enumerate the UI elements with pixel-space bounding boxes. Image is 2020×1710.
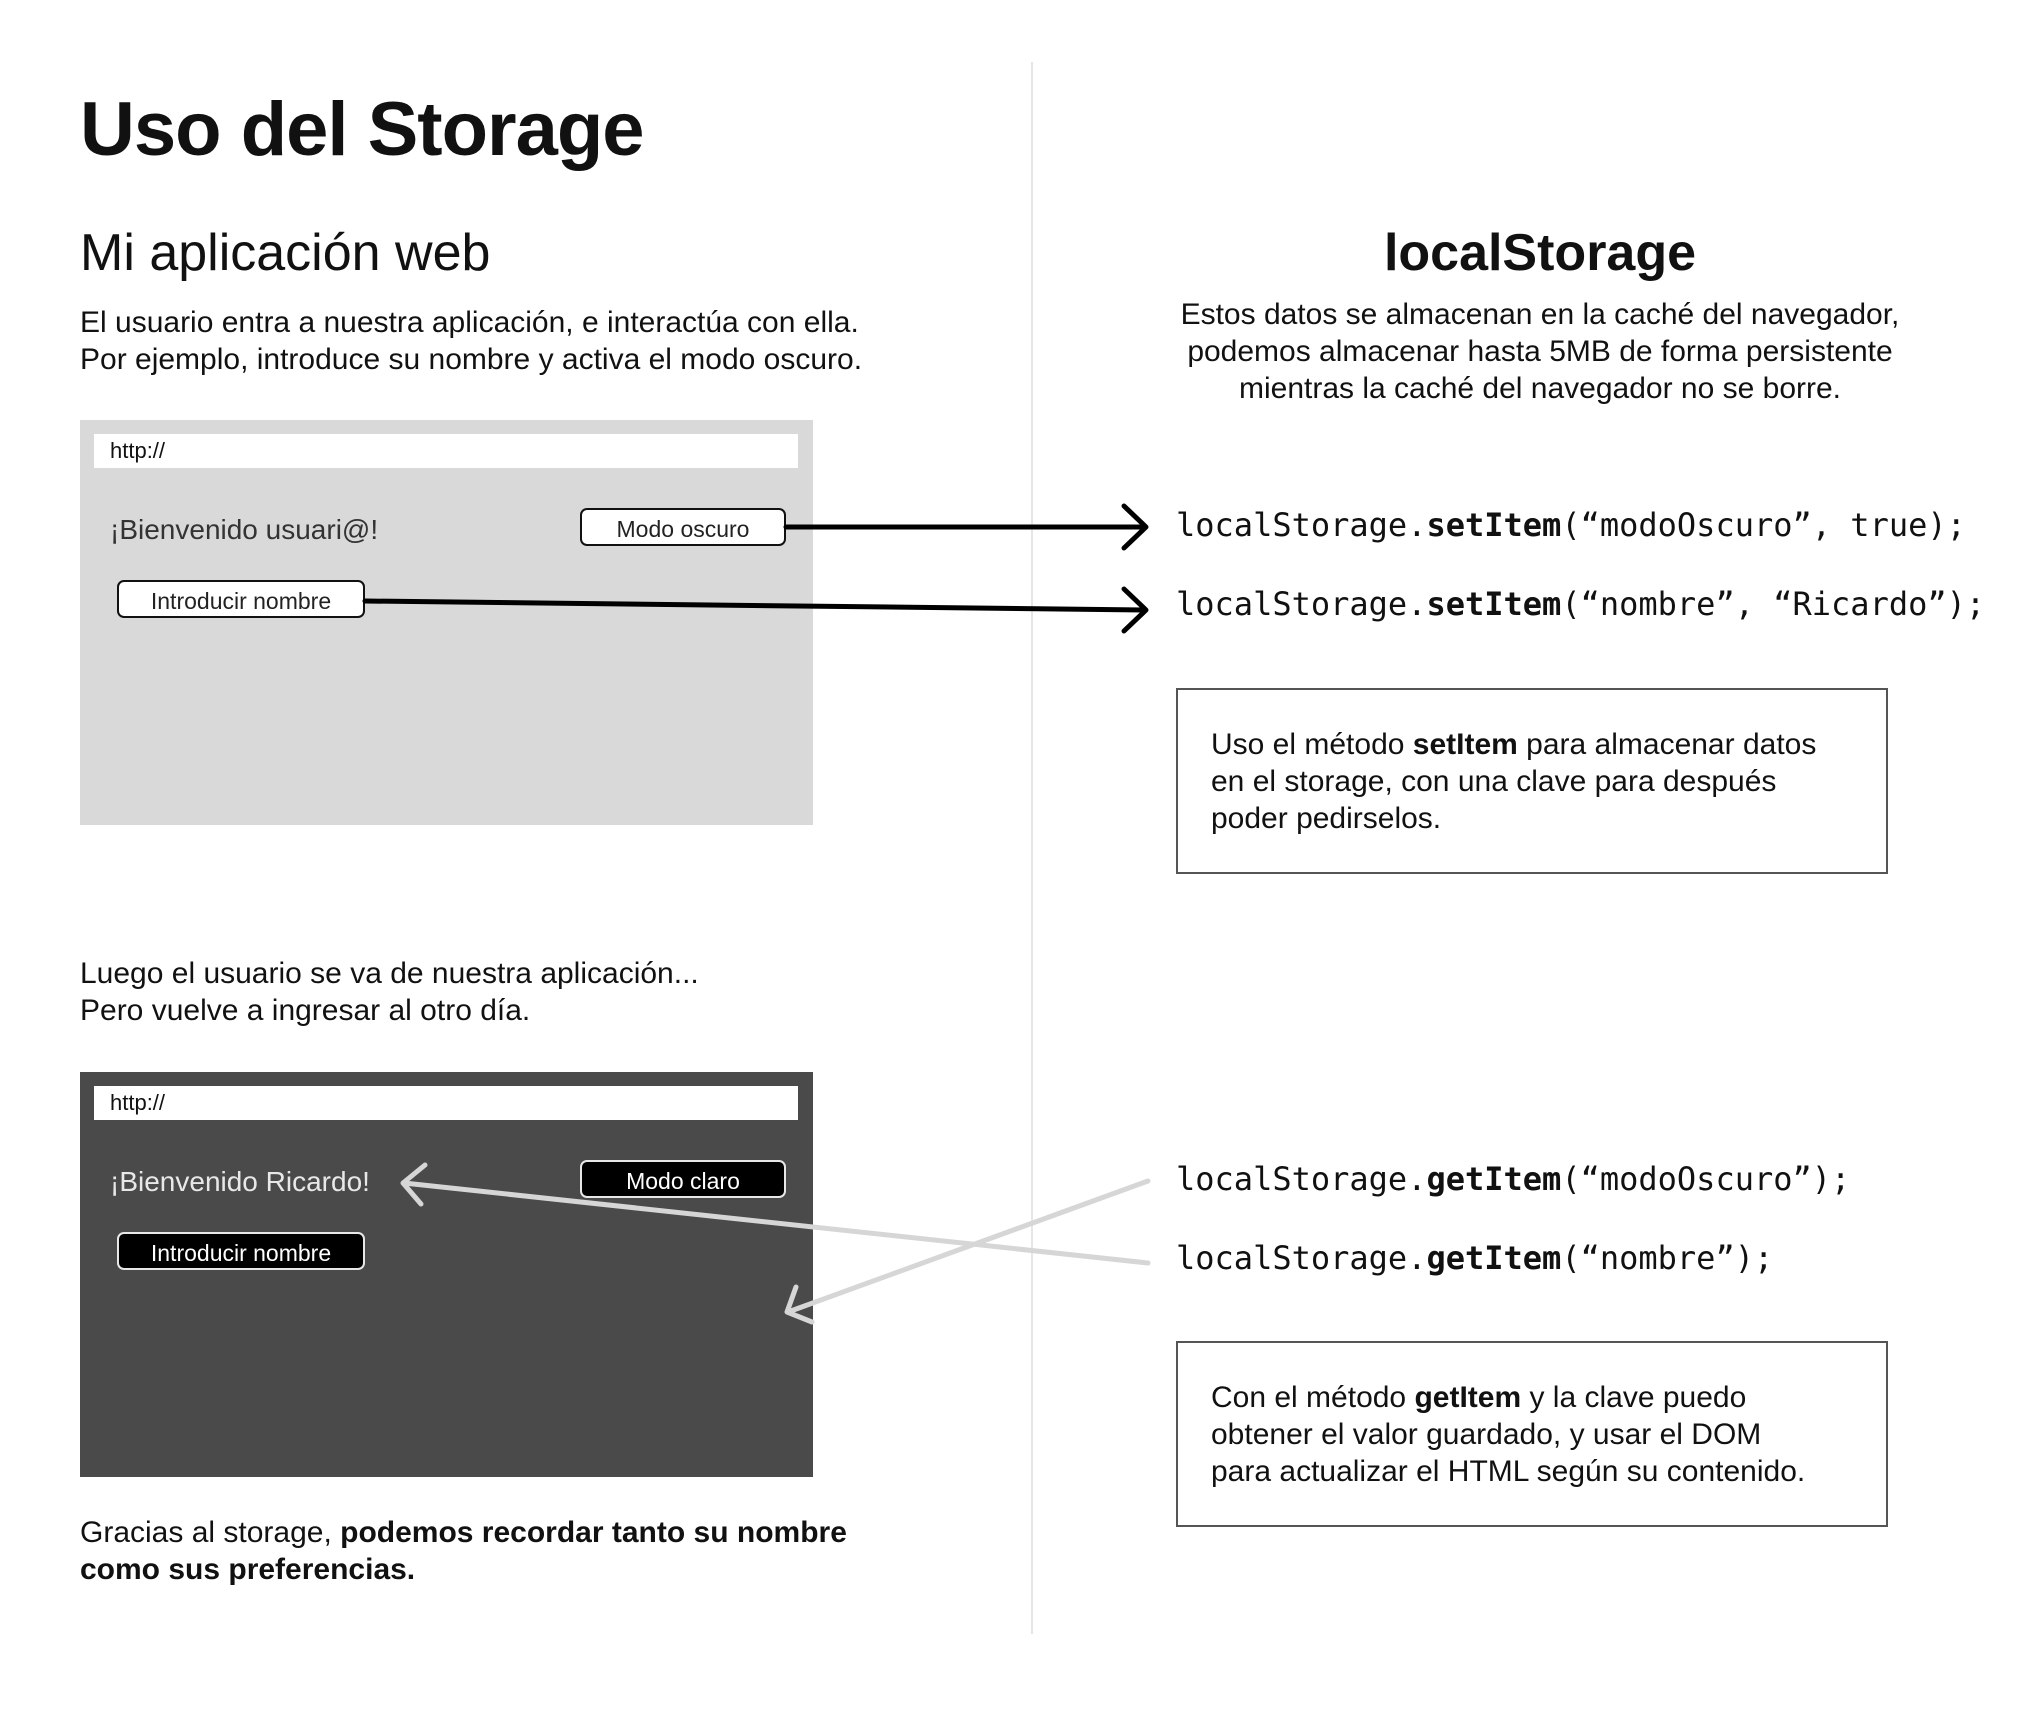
app-heading: Mi aplicación web	[80, 224, 491, 282]
code-args: (“modoOscuro”, true);	[1561, 506, 1966, 544]
code-method: getItem	[1426, 1239, 1562, 1277]
conclusion-bold: podemos recordar tanto su nombre	[340, 1516, 847, 1549]
arrow-get-name-to-welcome	[400, 1162, 1151, 1266]
code-object: localStorage.	[1176, 506, 1427, 544]
code-get-dark-mode: localStorage.getItem(“modoOscuro”);	[1176, 1160, 1850, 1198]
code-method: setItem	[1426, 585, 1562, 623]
note-text: en el storage, con una clave para despué…	[1211, 765, 1777, 798]
description-line: podemos almacenar hasta 5MB de forma per…	[1187, 335, 1893, 368]
page-title: Uso del Storage	[80, 87, 645, 172]
dark-mode-button[interactable]: Modo oscuro	[580, 508, 786, 546]
note-text: Uso el método	[1211, 728, 1413, 761]
note-text: obtener el valor guardado, y usar el DOM	[1211, 1418, 1762, 1451]
code-set-name: localStorage.setItem(“nombre”, “Ricardo”…	[1176, 585, 1985, 623]
intro-line: El usuario entra a nuestra aplicación, e…	[80, 306, 859, 339]
storage-heading: localStorage	[1383, 224, 1697, 282]
note-text: y la clave puedo	[1521, 1381, 1747, 1414]
description-line: mientras la caché del navegador no se bo…	[1238, 372, 1842, 405]
code-args: (“nombre”);	[1561, 1239, 1774, 1277]
note-method: getItem	[1414, 1381, 1522, 1414]
code-object: localStorage.	[1176, 585, 1427, 623]
enter-name-button[interactable]: Introducir nombre	[117, 1232, 365, 1270]
url-bar[interactable]: http://	[94, 1086, 798, 1120]
intro-line: Por ejemplo, introduce su nombre y activ…	[80, 343, 863, 376]
code-args: (“nombre”, “Ricardo”);	[1561, 585, 1986, 623]
arrow-name-to-set	[362, 586, 1149, 634]
return-line: Pero vuelve a ingresar al otro día.	[80, 994, 531, 1027]
storage-description: Estos datos se almacenan en la caché del…	[1100, 296, 1980, 407]
note-text: poder pedirselos.	[1211, 802, 1442, 835]
code-set-dark-mode: localStorage.setItem(“modoOscuro”, true)…	[1176, 506, 1966, 544]
welcome-message: ¡Bienvenido usuari@!	[110, 514, 379, 545]
url-bar[interactable]: http://	[94, 434, 798, 468]
welcome-message: ¡Bienvenido Ricardo!	[110, 1166, 370, 1197]
conclusion-bold: como sus preferencias.	[80, 1553, 416, 1586]
intro-text: El usuario entra a nuestra aplicación, e…	[80, 304, 980, 378]
code-method: setItem	[1426, 506, 1562, 544]
light-mode-button[interactable]: Modo claro	[580, 1160, 786, 1198]
code-object: localStorage.	[1176, 1160, 1427, 1198]
arrow-dark-mode-to-set	[783, 503, 1149, 551]
note-text: para actualizar el HTML según su conteni…	[1211, 1455, 1806, 1488]
code-get-name: localStorage.getItem(“nombre”);	[1176, 1239, 1773, 1277]
note-text: Con el método	[1211, 1381, 1415, 1414]
description-line: Estos datos se almacenan en la caché del…	[1180, 298, 1900, 331]
code-method: getItem	[1426, 1160, 1562, 1198]
conclusion-prefix: Gracias al storage,	[80, 1516, 341, 1549]
code-args: (“modoOscuro”);	[1561, 1160, 1851, 1198]
set-item-note: Uso el método setItem para almacenar dat…	[1176, 688, 1888, 874]
return-text: Luego el usuario se va de nuestra aplica…	[80, 955, 980, 1029]
browser-mock-light: http:// ¡Bienvenido usuari@! Modo oscuro…	[80, 420, 813, 825]
arrow-get-dark-to-mode	[784, 1178, 1151, 1325]
get-item-note: Con el método getItem y la clave puedo o…	[1176, 1341, 1888, 1527]
code-object: localStorage.	[1176, 1239, 1427, 1277]
enter-name-button[interactable]: Introducir nombre	[117, 580, 365, 618]
note-method: setItem	[1412, 728, 1518, 761]
browser-mock-dark: http:// ¡Bienvenido Ricardo! Modo claro …	[80, 1072, 813, 1477]
note-text: para almacenar datos	[1517, 728, 1817, 761]
return-line: Luego el usuario se va de nuestra aplica…	[80, 957, 699, 990]
column-divider	[1031, 62, 1033, 1634]
conclusion-text: Gracias al storage, podemos recordar tan…	[80, 1514, 930, 1588]
